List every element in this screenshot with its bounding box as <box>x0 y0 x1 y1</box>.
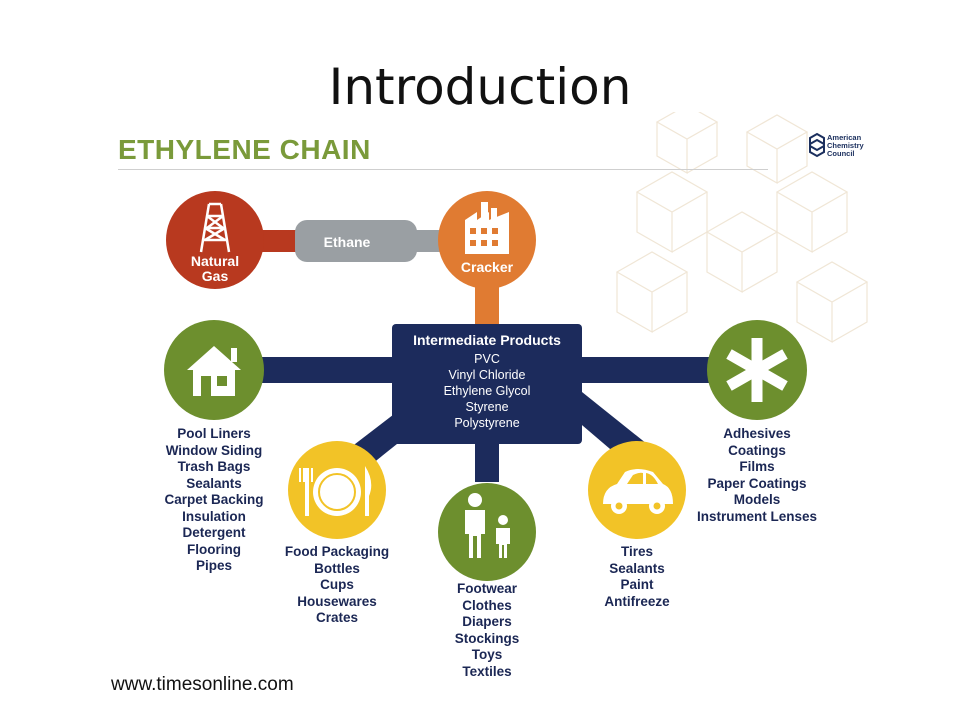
people-products-list: Footwear Clothes Diapers Stockings Toys … <box>417 581 557 680</box>
natural-gas-label: Natural Gas <box>190 253 240 284</box>
list-item: Adhesives <box>723 426 791 441</box>
hexagon-logo-icon <box>809 132 825 158</box>
list-item: Sealants <box>609 560 665 576</box>
house-icon <box>187 346 241 396</box>
list-item: Carpet Backing <box>164 492 264 507</box>
list-item: Cups <box>320 577 354 592</box>
source-credit: www.timesonline.com <box>107 674 298 696</box>
list-item: Instrument Lenses <box>696 508 818 524</box>
list-item: Flooring <box>187 541 241 557</box>
oil-derrick-icon <box>199 202 231 253</box>
intermediate-products-box: Intermediate Products PVC Vinyl Chloride… <box>395 332 579 431</box>
intermediate-item: Vinyl Chloride <box>448 368 526 382</box>
house-window <box>217 376 227 386</box>
list-item: Detergent <box>182 525 246 540</box>
list-item: Housewares <box>297 593 377 609</box>
list-item: Crates <box>315 610 359 625</box>
list-item: Trash Bags <box>177 459 251 474</box>
list-item: Paper Coatings <box>707 475 807 491</box>
food-products-list: Food Packaging Bottles Cups Housewares C… <box>267 544 407 627</box>
intermediate-item: Ethylene Glycol <box>443 384 531 398</box>
car-products-list: Tires Sealants Paint Antifreeze <box>567 544 707 610</box>
infographic-heading: ETHYLENE CHAIN <box>118 134 371 165</box>
heading-divider <box>118 169 768 170</box>
ethane-pill <box>295 220 417 262</box>
parent-child-icon <box>465 493 510 558</box>
ethane-label: Ethane <box>323 234 371 250</box>
car-details <box>615 472 661 510</box>
list-item: Models <box>733 492 781 507</box>
asterisk-icon <box>726 338 788 402</box>
list-item: Pool Liners <box>177 426 251 441</box>
list-item: Films <box>739 459 775 474</box>
list-item: Antifreeze <box>604 593 670 609</box>
list-item: Bottles <box>314 560 360 576</box>
list-item: Food Packaging <box>284 544 390 559</box>
logo-text-line-3: Council <box>827 149 855 158</box>
list-item: Stockings <box>454 630 520 646</box>
intermediate-item: PVC <box>474 352 500 366</box>
intermediate-item: Polystyrene <box>454 416 520 430</box>
slide-title: Introduction <box>328 58 632 116</box>
natural-gas-to-ethane-connector <box>257 230 307 252</box>
house-products-list: Pool Liners Window Siding Trash Bags Sea… <box>144 426 284 575</box>
list-item: Tires <box>620 544 654 559</box>
list-item: Sealants <box>186 475 242 491</box>
list-item: Coatings <box>728 442 786 458</box>
logo-text-line-2: Chemistry <box>827 141 864 150</box>
intermediate-item: Styrene <box>465 400 509 414</box>
list-item: Window Siding <box>165 442 263 458</box>
intermediate-products-title: Intermediate Products <box>413 332 561 348</box>
ethylene-chain-infographic: ETHYLENE CHAIN American Chemistry Counci… <box>97 112 887 704</box>
list-item: Pipes <box>195 558 233 573</box>
list-item: Textiles <box>462 663 512 679</box>
cracker-label: Cracker <box>460 259 514 275</box>
cube-pattern-background <box>615 112 869 344</box>
people-circle <box>438 483 536 581</box>
intermediate-box <box>392 324 582 444</box>
list-item: Diapers <box>462 614 512 629</box>
plate-fork-knife-icon <box>299 466 372 516</box>
house-door <box>201 376 211 396</box>
list-item: Footwear <box>456 581 517 596</box>
chain-diagram <box>164 191 807 581</box>
list-item: Clothes <box>462 597 512 613</box>
logo-text-line-1: American <box>827 133 862 142</box>
list-item: Toys <box>471 647 503 662</box>
list-item: Paint <box>620 577 654 592</box>
factory-windows <box>470 228 498 246</box>
asterisk-products-list: Adhesives Coatings Films Paper Coatings … <box>682 426 832 525</box>
list-item: Insulation <box>182 508 246 524</box>
american-chemistry-council-logo: American Chemistry Council <box>807 132 877 166</box>
